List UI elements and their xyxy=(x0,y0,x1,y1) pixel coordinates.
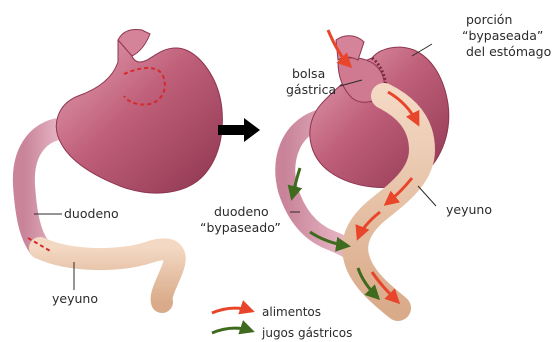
label-bolsa-2: gástrica xyxy=(286,82,336,97)
legend: alimentos jugos gástricos xyxy=(212,305,352,340)
label-bolsa-1: bolsa xyxy=(292,66,325,81)
label-right-yeyuno: yeyuno xyxy=(446,202,492,217)
right-esophagus xyxy=(336,36,364,60)
legend-juice-label: jugos gástricos xyxy=(261,326,352,340)
label-left-duodeno: duodeno xyxy=(64,206,119,221)
left-stomach xyxy=(56,40,222,193)
label-left-yeyuno: yeyuno xyxy=(52,291,98,306)
normal-anatomy xyxy=(24,29,223,302)
legend-food-label: alimentos xyxy=(262,305,321,319)
left-duodenum xyxy=(24,128,68,248)
label-porcion-1: porción xyxy=(466,12,512,27)
label-porcion-3: del estómago xyxy=(466,44,551,59)
label-right-duodeno-1: duodeno xyxy=(214,204,269,219)
label-right-duodeno-2: “bypaseado” xyxy=(200,220,281,235)
legend-food-arrow xyxy=(212,308,252,313)
label-porcion-2: “bypaseada” xyxy=(462,28,543,43)
transition-arrow xyxy=(218,118,260,142)
legend-juice-arrow xyxy=(212,328,252,333)
